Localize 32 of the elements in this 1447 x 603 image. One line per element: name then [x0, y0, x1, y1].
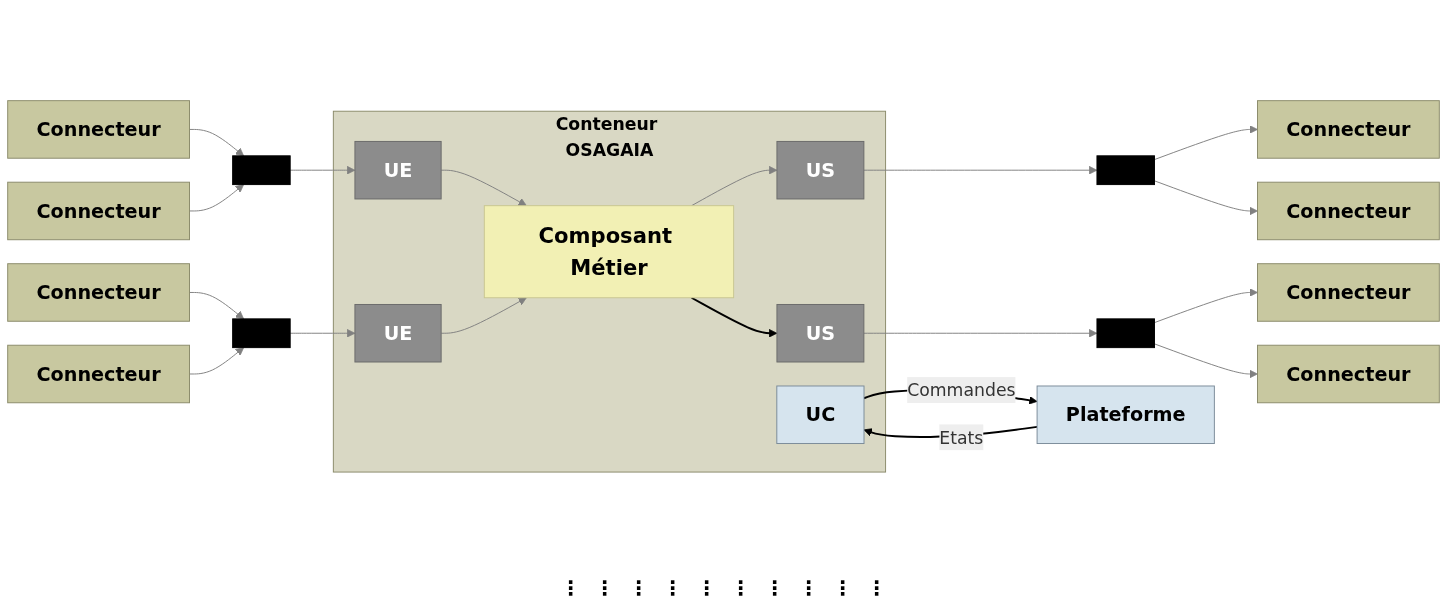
node-box: Connecteur — [7, 344, 190, 404]
node-box: Connecteur — [1257, 344, 1440, 404]
node-box: Composant Métier — [483, 205, 735, 299]
node-box — [232, 318, 291, 349]
node-box: UE — [354, 304, 442, 363]
ellipsis-mark: ⋮ — [798, 576, 819, 600]
ellipsis-mark: ⋮ — [764, 576, 785, 600]
ellipsis-mark: ⋮ — [866, 576, 887, 600]
arrow — [690, 296, 778, 338]
ellipsis-mark: ⋮ — [594, 576, 615, 600]
ellipsis-mark: ⋮ — [662, 576, 683, 600]
ellipsis-mark: ⋮ — [730, 576, 751, 600]
ellipsis-mark: ⋮ — [628, 576, 649, 600]
node-box: Connecteur — [1257, 100, 1440, 159]
node-box: Connecteur — [7, 263, 190, 322]
node-box: UE — [354, 141, 442, 200]
ellipsis-mark: ⋮ — [560, 576, 581, 600]
node-box: Connecteur — [1257, 181, 1440, 241]
node-box: UC — [776, 385, 865, 445]
node-box: Connecteur — [1257, 263, 1440, 322]
ellipsis-mark: ⋮ — [696, 576, 717, 600]
node-box — [1096, 155, 1155, 186]
node-box: Plateforme — [1036, 385, 1215, 445]
ellipsis-mark: ⋮ — [832, 576, 853, 600]
edge-label: Etats — [939, 427, 984, 448]
node-box — [1096, 318, 1155, 349]
node-box: Connecteur — [7, 181, 190, 241]
node-box: Connecteur — [7, 100, 190, 159]
node-box: US — [776, 304, 865, 363]
edge-label: Commandes — [907, 380, 1016, 401]
node-box: US — [776, 141, 865, 200]
node-box — [232, 155, 291, 186]
